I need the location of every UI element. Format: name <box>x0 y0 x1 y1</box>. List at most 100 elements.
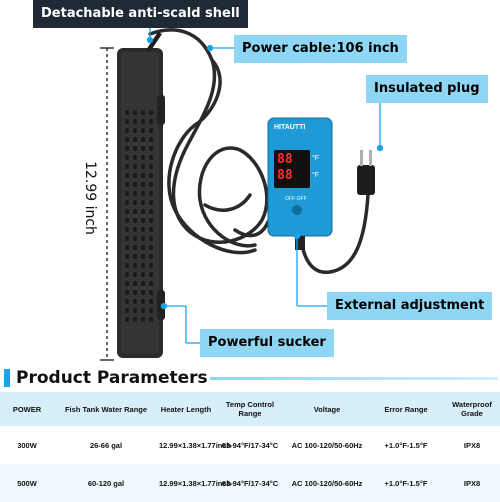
vent-slot <box>149 146 153 151</box>
vent-slot <box>133 317 137 322</box>
controller-switch-label: OFF·OFF <box>285 196 307 202</box>
callout-powerful-sucker: Powerful sucker <box>200 329 334 357</box>
vent-slot <box>133 236 137 241</box>
vent-slot <box>133 164 137 169</box>
vent-slot <box>125 308 129 313</box>
vent-slot <box>141 317 145 322</box>
vent-slot <box>141 290 145 295</box>
vent-slot <box>125 254 129 259</box>
params-title: Product Parameters <box>16 368 208 388</box>
vent-slot <box>133 227 137 232</box>
vent-slot <box>125 182 129 187</box>
vent-slot <box>149 272 153 277</box>
vent-slot <box>149 119 153 124</box>
callout-detachable-shell: Detachable anti-scald shell <box>33 0 248 28</box>
vent-slot <box>149 227 153 232</box>
header-voltage: Voltage <box>286 392 368 426</box>
vent-slot <box>125 299 129 304</box>
table-header-row: POWER Fish Tank Water Range Heater Lengt… <box>0 392 500 426</box>
vent-slot <box>133 119 137 124</box>
vent-slot <box>149 191 153 196</box>
vent-slot <box>125 173 129 178</box>
vent-slot <box>133 263 137 268</box>
params-table: POWER Fish Tank Water Range Heater Lengt… <box>0 392 500 502</box>
vent-slot <box>125 110 129 115</box>
vent-slot <box>125 191 129 196</box>
cell-heater-length: 12.99×1.38×1.77inch <box>158 426 231 464</box>
vent-slot <box>125 245 129 250</box>
header-power: POWER <box>0 392 54 426</box>
insulated-plug <box>357 150 375 195</box>
table-row: 500W 60-120 gal 12.99×1.38×1.77inch 63-9… <box>0 464 500 502</box>
cell-voltage: AC 100-120/50-60Hz <box>286 464 368 502</box>
vent-slot <box>141 299 145 304</box>
vent-slot <box>149 182 153 187</box>
params-section-header: Product Parameters <box>0 367 500 389</box>
vent-slot <box>149 155 153 160</box>
vent-slot <box>133 218 137 223</box>
vent-slot <box>149 254 153 259</box>
header-heater-length: Heater Length <box>158 392 214 426</box>
vent-slot <box>141 218 145 223</box>
cell-waterproof: IPX8 <box>444 426 500 464</box>
cell-heater-length: 12.99×1.38×1.77inch <box>158 464 231 502</box>
callout-power-cable: Power cable:106 inch <box>234 35 407 63</box>
vent-slot <box>141 137 145 142</box>
cell-temp-range: 63-94°F/17-34°C <box>214 426 286 464</box>
vent-slot <box>141 128 145 133</box>
vent-slot <box>133 254 137 259</box>
vent-slot <box>149 137 153 142</box>
power-cable <box>148 28 270 255</box>
vent-slot <box>149 128 153 133</box>
cell-tank-range: 26-66 gal <box>54 426 158 464</box>
plug-cable <box>298 194 370 274</box>
vent-slot <box>133 281 137 286</box>
cell-power: 300W <box>0 426 54 464</box>
vent-slot <box>133 182 137 187</box>
vent-slot <box>141 272 145 277</box>
vent-slot <box>133 308 137 313</box>
vent-slot <box>149 263 153 268</box>
vent-slot <box>133 200 137 205</box>
header-temp-range: Temp Control Range <box>214 392 286 426</box>
vent-slot <box>149 218 153 223</box>
vent-slot <box>149 290 153 295</box>
vent-slot <box>141 209 145 214</box>
vent-slot <box>141 182 145 187</box>
vent-slot <box>125 200 129 205</box>
callout-external-adjustment: External adjustment <box>327 292 493 320</box>
vent-slot <box>141 164 145 169</box>
cell-voltage: AC 100-120/50-60Hz <box>286 426 368 464</box>
cell-error-range: +1.0°F-1.5°F <box>368 464 444 502</box>
vent-slot <box>133 128 137 133</box>
vent-slot <box>125 155 129 160</box>
vent-slot <box>141 173 145 178</box>
vent-slot <box>133 209 137 214</box>
vent-slot <box>125 263 129 268</box>
vent-slot <box>125 137 129 142</box>
temperature-controller <box>267 117 333 250</box>
header-waterproof: Waterproof Grade <box>444 392 500 426</box>
vent-slot <box>149 209 153 214</box>
vent-slot <box>133 191 137 196</box>
header-error-range: Error Range <box>368 392 444 426</box>
vent-slot <box>125 209 129 214</box>
callout-insulated-plug: Insulated plug <box>366 75 488 103</box>
vent-slot <box>133 245 137 250</box>
unit-f-top: °F <box>312 155 320 162</box>
vent-slot <box>149 236 153 241</box>
display-bottom: 88 <box>277 168 293 183</box>
vent-slot <box>141 155 145 160</box>
vent-slot <box>125 218 129 223</box>
display-top: 88 <box>277 152 293 167</box>
cell-power: 500W <box>0 464 54 502</box>
vent-slot <box>149 281 153 286</box>
vent-slot <box>141 200 145 205</box>
vent-slot <box>133 137 137 142</box>
vent-slot <box>133 110 137 115</box>
vent-slot <box>141 227 145 232</box>
vent-slot <box>149 308 153 313</box>
header-tank-range: Fish Tank Water Range <box>54 392 158 426</box>
vent-slot <box>141 110 145 115</box>
vent-slot <box>149 299 153 304</box>
